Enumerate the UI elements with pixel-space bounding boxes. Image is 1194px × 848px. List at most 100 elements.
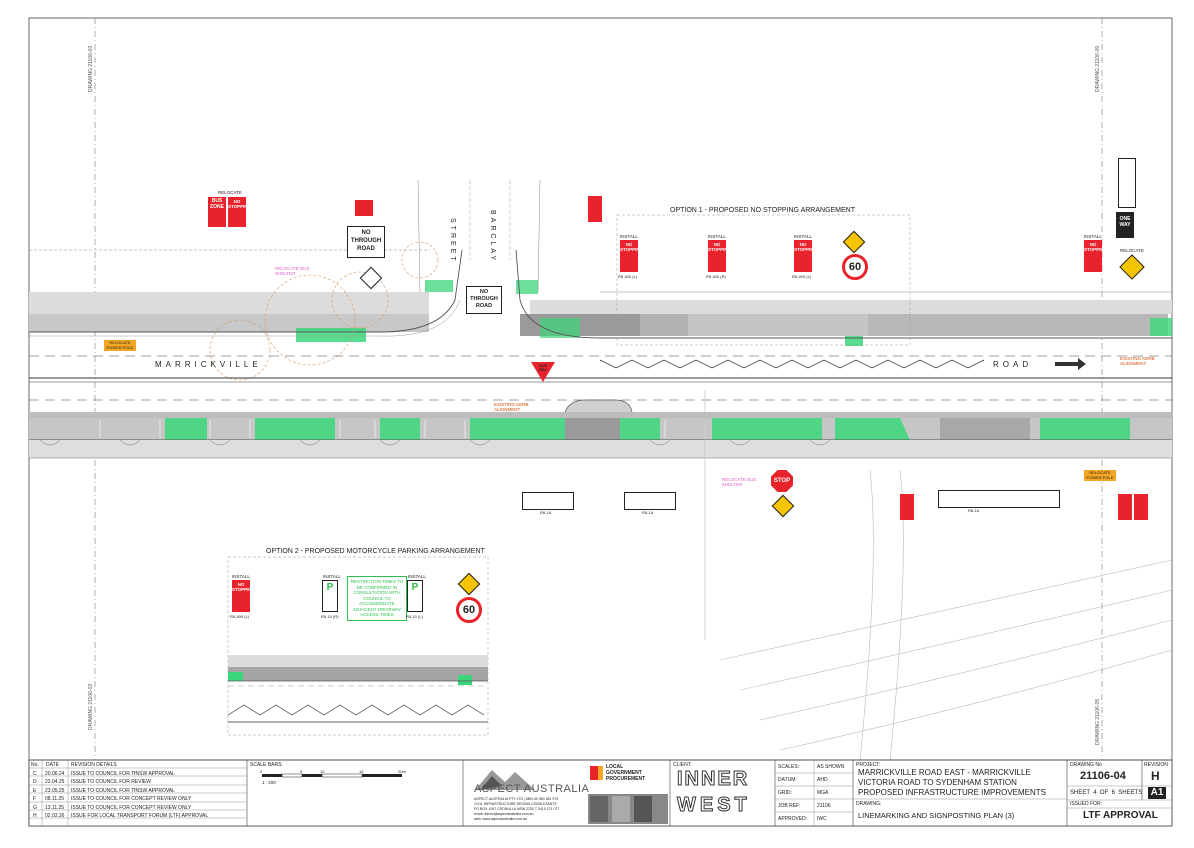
parking-sign-opt2-2: P bbox=[407, 580, 423, 612]
install-label-1: INSTALL bbox=[620, 234, 638, 239]
ntr-text-2: THROUGH bbox=[350, 238, 382, 244]
no-stopping-sign-opt1-1: NO STOPPING bbox=[620, 240, 643, 272]
street-name-barclay-2: BARCLAY bbox=[489, 210, 496, 264]
drawing-title: LINEMARKING AND SIGNPOSTING PLAN (3) bbox=[858, 811, 1015, 820]
revision-date: 23.05.25 bbox=[45, 788, 65, 794]
drawing-no-label: DRAWING No bbox=[1070, 762, 1102, 768]
revision-detail: ISSUE TO COUNCIL FOR REVIEW bbox=[71, 779, 151, 785]
no-through-road-sign-2: NO THROUGH ROAD bbox=[466, 286, 502, 314]
bus-zone-sign-text-2: ZONE bbox=[210, 203, 224, 210]
approved-value: IWC bbox=[817, 816, 827, 822]
no-stopping-sign-opt2: NO STOPPING bbox=[232, 580, 256, 612]
red-sign-south-right bbox=[1118, 494, 1132, 520]
revision-label: REVISION bbox=[1144, 762, 1168, 768]
nsr-text-1: NO bbox=[1089, 242, 1097, 247]
company-line-2: CIVIL INFRASTRUCTURE DESIGN CONSULTANTS bbox=[474, 802, 557, 806]
ntr2-text-3: ROAD bbox=[475, 303, 493, 309]
ns2-text-2: STOPPING bbox=[708, 247, 732, 252]
datum-label: DATUM: bbox=[778, 777, 797, 783]
code-label-3: R5-400 (L) bbox=[792, 274, 812, 279]
scale-tick-20: 20m bbox=[398, 769, 406, 774]
red-sign-south-left bbox=[900, 494, 914, 520]
speed-limit-sign: 60 bbox=[842, 254, 868, 280]
jobref-value: 21106 bbox=[817, 803, 831, 809]
bicycle-signs-south-1 bbox=[522, 492, 574, 510]
match-line-left-bottom: DRAWING 21106-03 bbox=[88, 683, 94, 730]
revision-no: E bbox=[33, 788, 37, 794]
code-label-2: R5-400 (R) bbox=[706, 274, 726, 279]
red-sign-south-right-2 bbox=[1134, 494, 1148, 520]
install-label-opt2-3: INSTALL bbox=[408, 574, 426, 579]
stop-sign: STOP bbox=[771, 470, 793, 492]
lgp-line-3: PROCUREMENT bbox=[606, 776, 646, 782]
scale-label: SCALE BARS: bbox=[250, 762, 283, 768]
scale-tick-0: 0 bbox=[260, 769, 263, 774]
install-label-3: INSTALL bbox=[794, 234, 812, 239]
rev-header-details: REVISION DETAILS bbox=[71, 762, 117, 768]
company-name: ASPECT AUSTRALIA bbox=[474, 783, 590, 795]
datum-value: AHD bbox=[817, 777, 828, 783]
ns2-text-1: NO bbox=[713, 242, 721, 247]
issued-for-label: ISSUED FOR: bbox=[1070, 801, 1102, 807]
one-way-text-2: WAY bbox=[1119, 222, 1131, 228]
lgp-line-1: LOCAL bbox=[606, 764, 624, 770]
code-label-south-1: R8-1A bbox=[540, 510, 552, 515]
one-way-text-1: ONE bbox=[1119, 216, 1131, 222]
red-sign-barclay-left bbox=[355, 200, 373, 216]
ntr2-text-1: NO bbox=[479, 289, 489, 295]
relocate-power-pole-tag-east: RELOCATE POWER POLE bbox=[1084, 470, 1116, 481]
no-stopping-text-1: NO bbox=[233, 199, 241, 204]
relocate-bus-shelter-north: RELOCATE BUS SHELTER bbox=[275, 266, 310, 276]
option1-title: OPTION 1 - PROPOSED NO STOPPING ARRANGEM… bbox=[670, 207, 856, 214]
issued-for-value: LTF APPROVAL bbox=[1083, 810, 1158, 821]
red-sign-barclay-right bbox=[588, 196, 602, 222]
give-way-sign bbox=[531, 362, 555, 382]
revision-no: C bbox=[33, 771, 37, 777]
install-label-2: INSTALL bbox=[708, 234, 726, 239]
sheet-size: A1 bbox=[1148, 787, 1166, 799]
nso2-text-1: NO bbox=[237, 582, 245, 587]
jobref-label: JOB REF: bbox=[778, 803, 801, 809]
scale-tick-10: 10 bbox=[320, 769, 325, 774]
match-line-left-top: DRAWING 21106-03 bbox=[88, 45, 94, 92]
motorcycle-restriction-note: RESTRICTION TIMES TO BE CONFIRMED IN CON… bbox=[347, 576, 407, 621]
ns3-text-2: STOPPING bbox=[794, 247, 818, 252]
install-label-right: INSTALL bbox=[1084, 234, 1102, 239]
grid-value: MGA bbox=[817, 790, 829, 796]
drawing-label: DRAWING: bbox=[856, 801, 882, 807]
install-label-opt2-2: INSTALL bbox=[323, 574, 341, 579]
scale-tick-15: 15 bbox=[359, 769, 364, 774]
match-line-right-bottom: DRAWING 21106-05 bbox=[1095, 698, 1101, 745]
grid-label: GRID: bbox=[778, 790, 792, 796]
ns3-text-1: NO bbox=[799, 242, 807, 247]
speed-limit-sign-opt2: 60 bbox=[456, 597, 482, 623]
give-way-inner: GIVE WAY bbox=[537, 364, 549, 372]
revision-letter: H bbox=[1151, 769, 1160, 783]
company-line-1: ASPECT AUSTRALIA PTY LTD | ABN 40 080 38… bbox=[474, 797, 559, 801]
give-way-text-1: GIVE bbox=[538, 364, 548, 368]
install-label-opt2-1: INSTALL bbox=[232, 574, 250, 579]
ntr2-text-2: THROUGH bbox=[470, 296, 498, 302]
code-label-opt2-3: R5-10 (L) bbox=[406, 614, 423, 619]
parking-sign-opt2-1: P bbox=[322, 580, 338, 612]
nsr-text-2: STOPPING bbox=[1084, 247, 1108, 252]
scale-ratio: 1 : 200 bbox=[262, 780, 276, 785]
ntr-text-1: NO bbox=[361, 230, 371, 236]
code-label-opt2-2: R5-10 (R) bbox=[321, 614, 339, 619]
revision-date: 23.04.25 bbox=[45, 779, 65, 785]
lgp-line-2: GOVERNMENT bbox=[606, 770, 642, 776]
revision-detail: ISSUE TO COUNCIL FOR TfNSW APPROVAL bbox=[71, 771, 175, 777]
code-label-opt2-1: R5-400 (L) bbox=[230, 614, 250, 619]
revision-date: 02.03.26 bbox=[45, 813, 65, 819]
scale-tick-5: 5 bbox=[300, 769, 303, 774]
client-logo-inner: INNER bbox=[676, 768, 750, 791]
revision-date: 20.06.24 bbox=[45, 771, 65, 777]
revision-no: F bbox=[33, 796, 37, 802]
ntr-text-3: ROAD bbox=[357, 246, 375, 252]
approved-label: APPROVED: bbox=[778, 816, 808, 822]
relocate-bus-shelter-south: RELOCATE BUS SHELTER bbox=[722, 477, 757, 487]
client-label: CLIENT: bbox=[673, 762, 692, 768]
nso2-text-2: STOPPING bbox=[232, 587, 256, 592]
option2-title: OPTION 2 - PROPOSED MOTORCYCLE PARKING A… bbox=[266, 548, 485, 555]
